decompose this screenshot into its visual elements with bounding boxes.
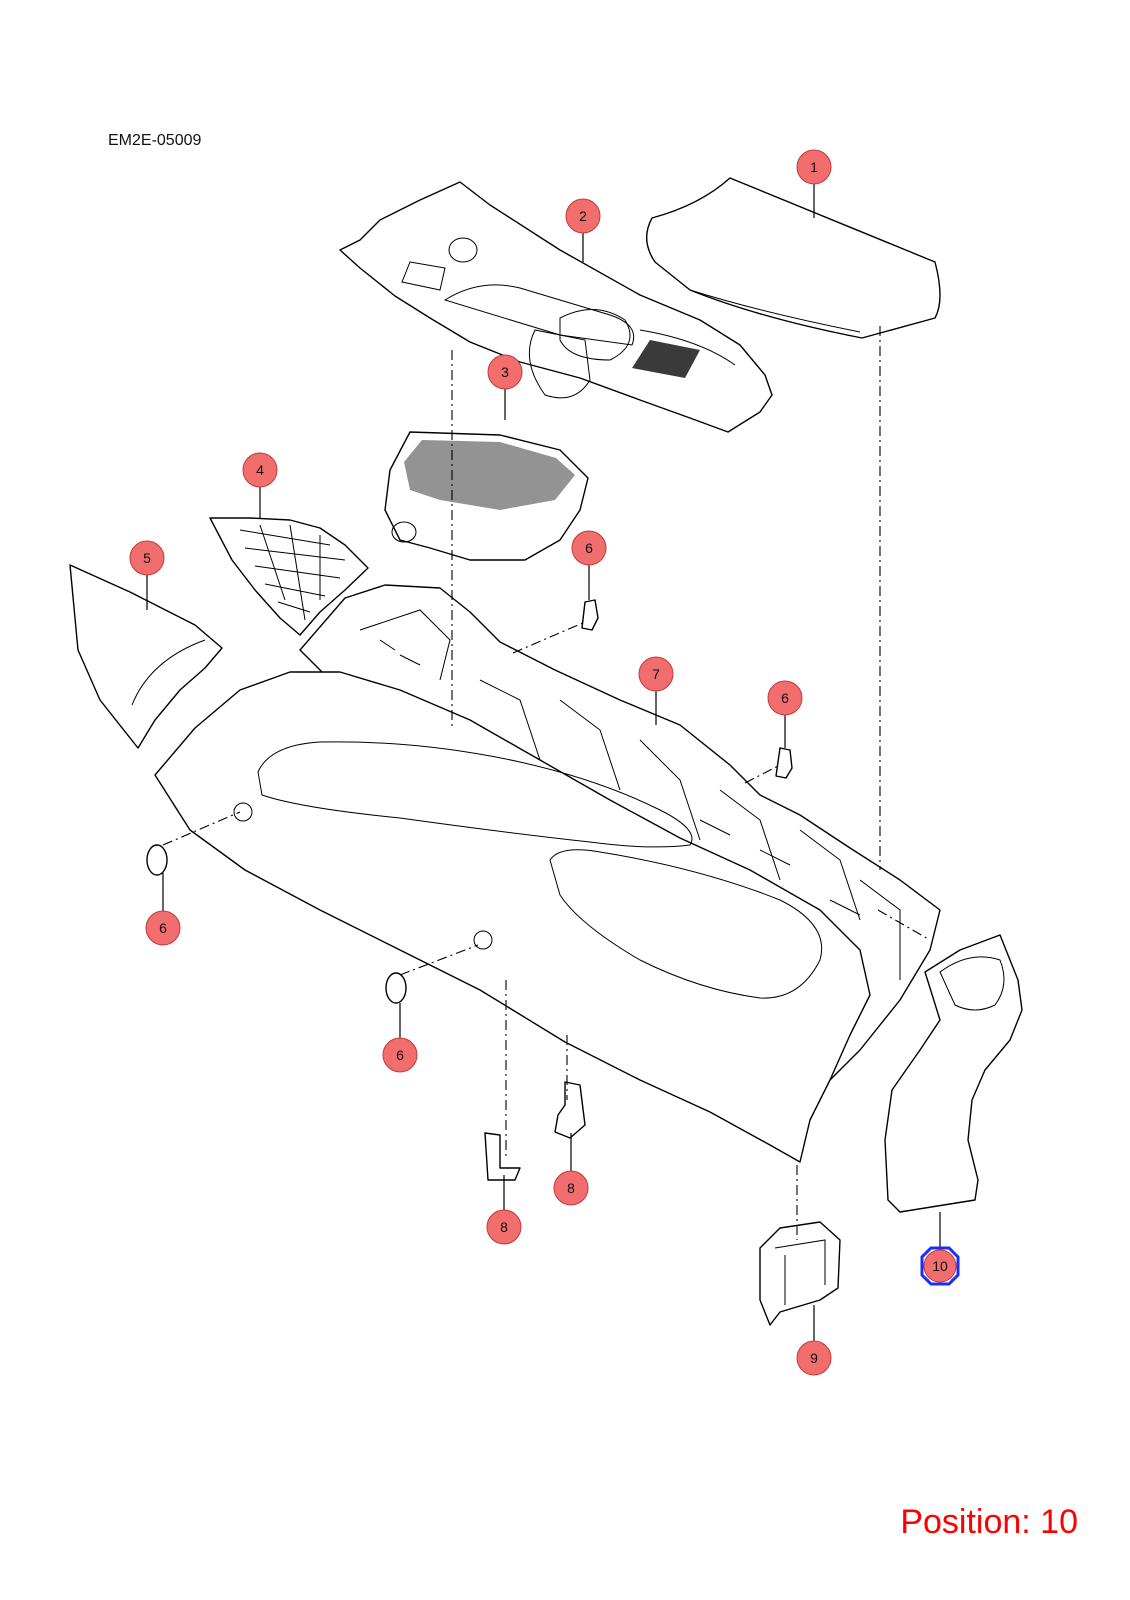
- part-mesh-trim-upper[interactable]: [209, 517, 369, 636]
- part-support-bracket[interactable]: [759, 1221, 841, 1326]
- callout-7[interactable]: 7: [638, 656, 674, 692]
- callout-8-right[interactable]: 8: [553, 1170, 589, 1206]
- callout-10-label: 10: [932, 1258, 948, 1274]
- diagram-reference-code: EM2E-05009: [108, 132, 202, 149]
- callout-8-left[interactable]: 8: [486, 1209, 522, 1245]
- callout-2[interactable]: 2: [565, 198, 601, 234]
- callout-6-left[interactable]: 6: [145, 910, 181, 946]
- callout-6-right-label: 6: [781, 690, 789, 706]
- callout-5-label: 5: [143, 550, 151, 566]
- callout-10-highlight-ring: [920, 1246, 960, 1286]
- part-fastener-a[interactable]: [581, 599, 599, 631]
- callout-6-left-label: 6: [159, 920, 167, 936]
- callout-9-label: 9: [810, 1350, 818, 1366]
- part-fastener-b[interactable]: [775, 747, 793, 779]
- part-end-trim-cover[interactable]: [884, 934, 1023, 1213]
- callout-9[interactable]: 9: [796, 1340, 832, 1376]
- part-fastener-cap-left[interactable]: [146, 844, 168, 876]
- part-bracket-b[interactable]: [554, 1081, 586, 1139]
- callout-6-lower[interactable]: 6: [382, 1037, 418, 1073]
- callout-2-label: 2: [579, 208, 587, 224]
- callout-1[interactable]: 1: [796, 149, 832, 185]
- callout-6-upper[interactable]: 6: [571, 530, 607, 566]
- callout-6-upper-label: 6: [585, 540, 593, 556]
- callout-8-left-label: 8: [500, 1219, 508, 1235]
- callout-6-right[interactable]: 6: [767, 680, 803, 716]
- callout-1-label: 1: [810, 159, 818, 175]
- callout-3[interactable]: 3: [487, 354, 523, 390]
- callout-8-right-label: 8: [567, 1180, 575, 1196]
- part-lower-console-body[interactable]: [154, 671, 871, 1163]
- callout-10[interactable]: 10: [920, 1246, 960, 1286]
- part-fastener-cap-lower[interactable]: [385, 972, 407, 1004]
- callout-6-lower-label: 6: [396, 1047, 404, 1063]
- callout-5[interactable]: 5: [129, 540, 165, 576]
- part-left-side-panel[interactable]: [69, 564, 223, 749]
- callout-3-label: 3: [501, 364, 509, 380]
- callout-4[interactable]: 4: [242, 452, 278, 488]
- part-bracket-a[interactable]: [484, 1132, 521, 1181]
- callout-7-label: 7: [652, 666, 660, 682]
- part-armrest-pad[interactable]: [646, 177, 941, 339]
- callout-4-label: 4: [256, 462, 264, 478]
- position-readout: Position: 10: [900, 1503, 1078, 1541]
